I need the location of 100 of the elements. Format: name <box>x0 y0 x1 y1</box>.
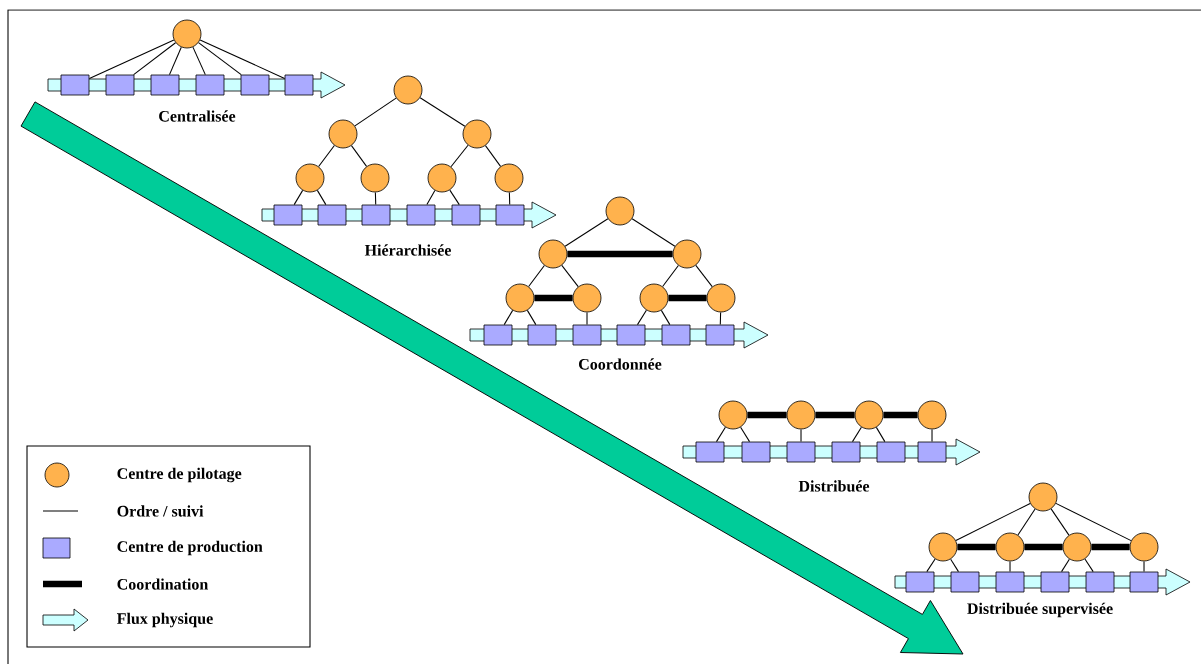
pilot-circle <box>605 196 635 226</box>
production-square <box>284 74 314 96</box>
coordination-line <box>668 294 707 302</box>
connector-line <box>426 190 436 206</box>
connector-line <box>715 426 726 443</box>
caption: Coordonnée <box>579 358 662 370</box>
production-square <box>483 324 513 346</box>
production-square <box>905 571 935 593</box>
connector-line <box>1055 502 1132 542</box>
production-square <box>361 204 391 226</box>
connector-line <box>561 264 579 288</box>
coordination-line <box>1091 543 1130 551</box>
connector-line <box>526 309 537 326</box>
connector-line <box>528 265 545 288</box>
connector-line <box>1143 560 1145 573</box>
legend-label: Coordination <box>117 578 209 590</box>
connector-line <box>851 426 862 443</box>
pilot-circle <box>1028 482 1058 512</box>
connector-line <box>350 145 368 167</box>
production-square <box>876 441 906 463</box>
pilot-circle <box>295 163 325 193</box>
connector-line <box>719 311 722 326</box>
production-square <box>1085 571 1115 593</box>
production-square <box>60 74 90 96</box>
coordination-line <box>747 411 787 419</box>
pilot-circle <box>854 400 884 430</box>
caption: Hiérarchisée <box>364 244 451 256</box>
coordination-line <box>1024 543 1063 551</box>
connector-line <box>636 309 647 326</box>
connector-line <box>503 309 514 326</box>
connector-line <box>293 189 304 206</box>
caption: Centralisée <box>159 110 236 122</box>
connector-line <box>800 428 802 443</box>
connector-line <box>1084 558 1094 573</box>
coordination-line <box>567 250 673 258</box>
pilot-circle <box>172 19 202 49</box>
caption: Distribuée supervisée <box>967 602 1113 618</box>
pilot-circle <box>427 163 457 193</box>
production-square <box>1129 571 1159 593</box>
production-square <box>1040 571 1070 593</box>
connector-line <box>631 218 676 247</box>
connector-line <box>740 426 751 443</box>
connector-line <box>931 428 933 443</box>
coordination-line <box>957 543 996 551</box>
production-square <box>786 441 816 463</box>
pilot-circle <box>917 400 947 430</box>
connector-line <box>1061 558 1070 573</box>
connector-line <box>586 311 588 326</box>
pilot-circle <box>672 239 702 269</box>
legend-label: Ordre / suivi <box>117 505 204 517</box>
production-square <box>406 204 436 226</box>
production-square <box>150 74 180 96</box>
connector-line <box>198 42 242 76</box>
connector-line <box>316 189 327 206</box>
production-square <box>995 571 1025 593</box>
connector-line <box>450 144 469 168</box>
production-square <box>240 74 270 96</box>
connector-line <box>88 39 175 79</box>
pilot-circle <box>1129 532 1159 562</box>
connector-line <box>926 558 936 573</box>
production-square <box>105 74 135 96</box>
legend-label: Centre de pilotage <box>117 467 242 483</box>
production-square <box>451 204 481 226</box>
production-square <box>917 441 947 463</box>
connector-line <box>168 46 182 76</box>
pilot-circle <box>462 119 492 149</box>
pilot-circle <box>494 163 524 193</box>
pilot-circle <box>928 532 958 562</box>
production-square <box>950 571 980 593</box>
pilot-circle <box>718 400 748 430</box>
connector-line <box>484 145 502 167</box>
production-square <box>195 74 225 96</box>
pilot-circle <box>995 532 1025 562</box>
pilot-circle <box>505 283 535 313</box>
connector-line <box>192 46 206 76</box>
production-square <box>616 324 646 346</box>
pilot-circle <box>393 75 423 105</box>
production-square <box>495 204 525 226</box>
pilot-circle <box>639 283 669 313</box>
connector-line <box>318 145 335 167</box>
connector-line <box>374 191 377 206</box>
connector-line <box>660 309 671 326</box>
connector-line <box>199 39 286 79</box>
connector-line <box>564 218 609 247</box>
connector-line <box>950 558 959 573</box>
coordination-line <box>534 294 573 302</box>
pilot-circle <box>1062 532 1092 562</box>
legend-label: Flux physique <box>117 612 213 628</box>
pilot-circle <box>328 119 358 149</box>
pilot-circle <box>572 283 602 313</box>
production-square <box>273 204 303 226</box>
connector-line <box>662 265 679 288</box>
production-square <box>695 441 725 463</box>
pilot-circle <box>706 283 736 313</box>
pilot-circle <box>538 239 568 269</box>
connector-line <box>955 502 1031 542</box>
coordination-line <box>815 411 855 419</box>
production-square <box>527 324 557 346</box>
connector-line <box>354 97 397 127</box>
production-square <box>572 324 602 346</box>
